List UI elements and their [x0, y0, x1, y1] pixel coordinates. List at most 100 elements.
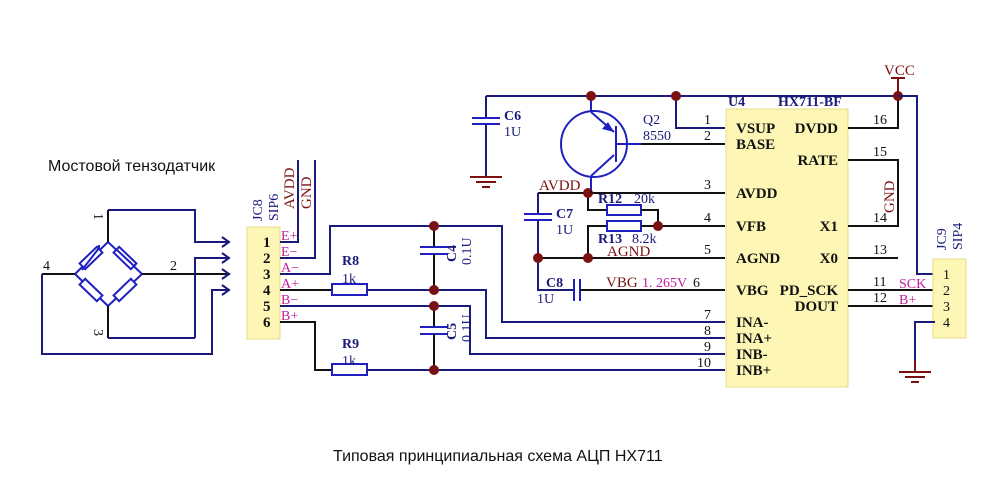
agnd-net-label: AGND	[607, 244, 650, 260]
u4-pin-9: 9	[704, 340, 711, 355]
jc8-body	[246, 226, 281, 340]
c7-value: 1U	[556, 223, 573, 238]
ground-icon	[470, 176, 502, 188]
c5-ref: C5	[445, 323, 460, 340]
bridge-diamond	[74, 241, 143, 307]
junction-dot	[429, 365, 439, 375]
jc8-signal-bplus: B+	[281, 309, 298, 324]
connector-jc9: JC9 SIP4 1 2 3 4	[899, 223, 967, 383]
c5-value: 0.1U	[460, 314, 475, 342]
vcc-label: VCC	[884, 63, 915, 79]
u4-pin-x1: X1	[820, 219, 838, 235]
jc9-ref: JC9	[935, 228, 950, 250]
q2-ref: Q2	[643, 113, 660, 128]
junction-dot	[583, 188, 593, 198]
u4-pin-13: 13	[873, 243, 887, 258]
bridge-resistor-icon	[78, 277, 104, 303]
junction-dot	[586, 91, 596, 101]
jc8-pin-numbers: 1 2 3 4 5 6	[263, 235, 271, 331]
u4-pin-avdd: AVDD	[736, 186, 778, 202]
vbg-net-label: VBG	[606, 275, 638, 291]
q2-transistor-icon	[560, 96, 641, 191]
u4-pin-2: 2	[704, 129, 711, 144]
jc8-pin-4: 4	[263, 283, 271, 299]
jc8-signal-labels: E+ E− A− A+ B− B+	[281, 229, 299, 324]
jc8-signal-eminus: E−	[281, 245, 298, 260]
jc9-pin-4: 4	[943, 316, 950, 331]
avdd-net-label: AVDD	[539, 178, 581, 194]
u4-left-pin-numbers: 1 2 3 4 5 6 7 8 9 10	[693, 113, 711, 371]
u4-pin-ina-plus: INA+	[736, 331, 772, 347]
chip-u4: U4 HX711-BF 1 2 3 4 5 6 7 8 9 10 VSUP BA…	[693, 63, 935, 388]
u4-pin-pd-sck: PD_SCK	[780, 283, 839, 299]
r9-ref: R9	[342, 337, 359, 352]
jc9-pin-2: 2	[943, 284, 950, 299]
u4-right-pin-numbers: 16 15 14 13 11 12	[873, 113, 887, 306]
u4-pin-8: 8	[704, 324, 711, 339]
bridge-resistor-icon	[112, 277, 138, 303]
u4-pin-inb-plus: INB+	[736, 363, 771, 379]
u4-pin-x0: X0	[820, 251, 838, 267]
c8-ref: C8	[546, 276, 563, 291]
c6-value: 1U	[504, 125, 521, 140]
diagram-caption: Типовая принципиальная схема АЦП HX711	[333, 448, 663, 465]
u4-pin-15: 15	[873, 145, 887, 160]
jc8-signal-bminus: B−	[281, 293, 298, 308]
u4-pin-1: 1	[704, 113, 711, 128]
u4-pin-dout: DOUT	[795, 299, 838, 315]
r13-resistor-icon	[606, 220, 642, 232]
u4-pin-7: 7	[704, 308, 711, 323]
c8-value: 1U	[537, 292, 554, 307]
u4-pin-base: BASE	[736, 137, 775, 153]
junction-dot	[653, 221, 663, 231]
bridge-node-3: 3	[90, 329, 105, 336]
jc9-pin-1: 1	[943, 268, 950, 283]
jc8-type: SIP6	[267, 194, 282, 221]
u4-pin-vfb: VFB	[736, 219, 766, 235]
jc8-signal-aminus: A−	[281, 261, 299, 276]
jc9-pin-3: 3	[943, 300, 950, 315]
u4-pin-11: 11	[873, 275, 886, 290]
u4-right-pin-names: DVDD RATE X1 X0 PD_SCK DOUT	[780, 121, 839, 315]
r12-ref: R12	[598, 192, 622, 207]
r8-value: 1k	[342, 272, 356, 287]
rate-gnd-label: GND	[882, 180, 898, 213]
r13-ref: R13	[598, 232, 622, 247]
input-filter: R8 1k R9 1k C4 0.1U C5 0.1U	[280, 221, 725, 376]
r8-ref: R8	[342, 254, 359, 269]
jc8-pin-1: 1	[263, 235, 271, 251]
u4-pin-vbg: VBG	[736, 283, 769, 299]
bridge-node-4: 4	[43, 259, 50, 274]
junction-dot	[533, 253, 543, 263]
u4-pin-inb-minus: INB-	[736, 347, 768, 363]
u4-body	[725, 108, 849, 388]
u4-part: HX711-BF	[778, 95, 842, 110]
r9-value: 1k	[342, 354, 356, 369]
arrow-icons	[221, 236, 231, 296]
u4-pin-agnd: AGND	[736, 251, 780, 267]
junction-dot	[429, 285, 439, 295]
c4-ref: C4	[445, 245, 460, 262]
sck-signal-label: SCK	[899, 277, 926, 292]
c7-ref: C7	[556, 207, 573, 222]
u4-pin-10: 10	[697, 356, 711, 371]
bridge-node-2: 2	[170, 259, 177, 274]
u4-left-pin-names: VSUP BASE AVDD VFB AGND VBG INA- INA+ IN…	[736, 121, 780, 379]
u4-pin-ina-minus: INA-	[736, 315, 769, 331]
jc8-signal-eplus: E+	[281, 229, 298, 244]
jc8-gnd-label: GND	[299, 176, 315, 209]
jc8-pin-2: 2	[263, 251, 271, 267]
connector-jc8: JC8 SIP6 1 2 3 4 5 6 E+ E− A− A+ B− B+ A…	[246, 160, 316, 340]
u4-pin-dvdd: DVDD	[795, 121, 838, 137]
r12-value: 20k	[634, 192, 655, 207]
u4-pin-12: 12	[873, 291, 887, 306]
u4-pin-6: 6	[693, 276, 700, 291]
jc8-pin-3: 3	[263, 267, 271, 283]
jc9-body	[932, 258, 967, 339]
bridge-node-1: 1	[90, 213, 105, 220]
junction-dot	[429, 221, 439, 231]
u4-pin-14: 14	[873, 211, 887, 226]
jc8-signal-aplus: A+	[281, 277, 299, 292]
u4-pin-vsup: VSUP	[736, 121, 775, 137]
